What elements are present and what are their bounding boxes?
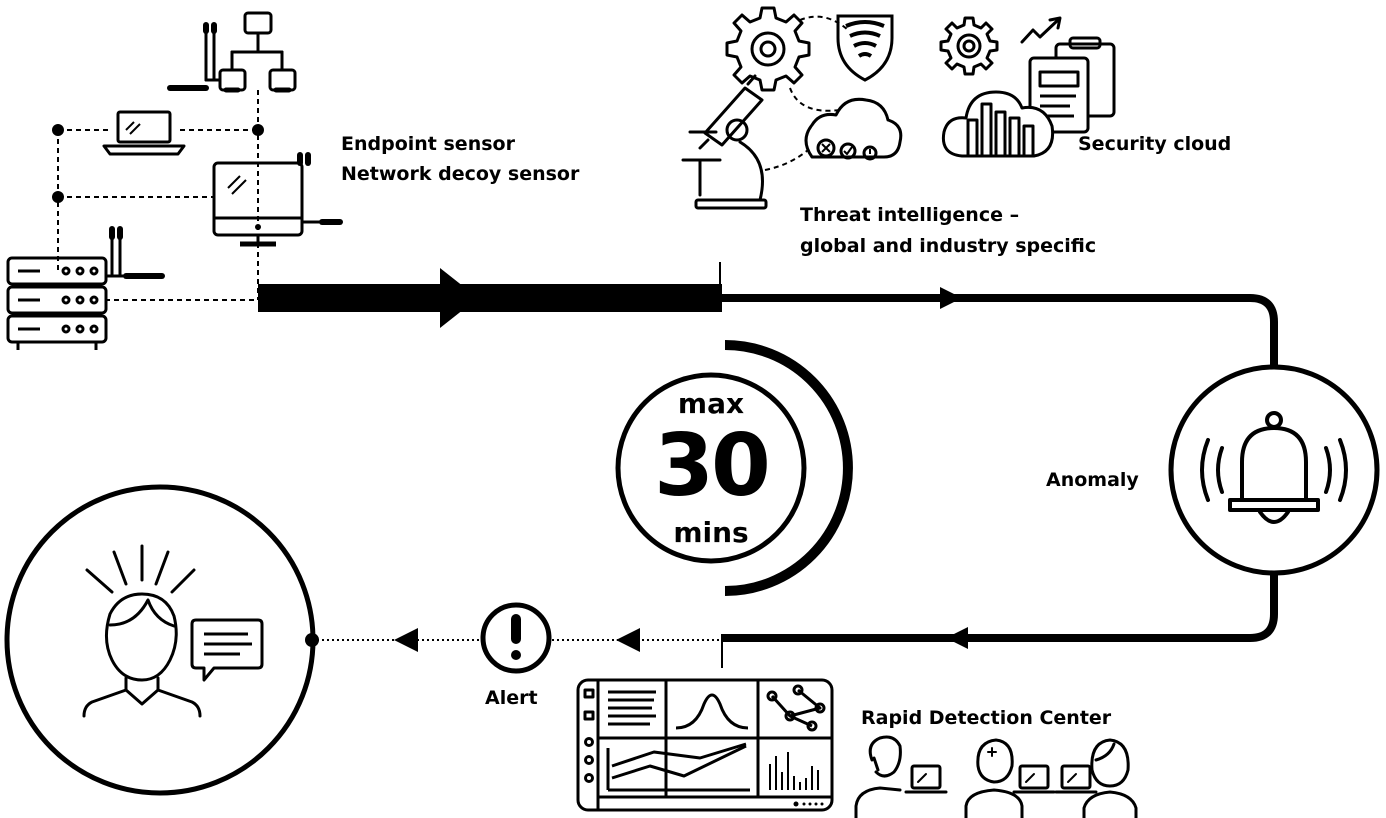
timer-progress-arc: [724, 340, 853, 596]
security-cloud-label: Security cloud: [1078, 133, 1232, 155]
bell-icon: [1200, 411, 1348, 524]
flow-thick-segment: [258, 284, 722, 312]
pager-dot: [814, 802, 818, 806]
timer-circle: [615, 372, 807, 564]
rapid-detection-center-label: Rapid Detection Center: [861, 707, 1112, 729]
microscope-icon: [681, 74, 768, 210]
flow-loop-line: [722, 294, 1278, 642]
threat-intelligence-title: Threat intelligence –: [800, 204, 1020, 226]
connector-dashed: [764, 149, 809, 171]
analyst-icon: [964, 738, 1056, 818]
shield-icon: [836, 14, 894, 82]
timer-mins-label: mins: [673, 516, 749, 549]
alert-arrow-left: [616, 628, 640, 652]
cloud-chart-icon: [941, 90, 1055, 158]
timer-max-label: max: [677, 387, 745, 420]
antenna-tip: [203, 22, 209, 34]
connector-dashed: [789, 87, 841, 112]
anomaly-label: Anomaly: [1046, 469, 1139, 491]
analyst-icon: [854, 735, 948, 818]
antenna-tip: [211, 22, 217, 34]
flow-arrow-large: [440, 268, 478, 328]
flow-arrow-left: [946, 627, 968, 649]
laptop-icon: [102, 110, 186, 156]
power-dot: [255, 224, 261, 230]
alert-arrow-left: [394, 628, 418, 652]
antenna-tip: [297, 152, 303, 166]
alert-exclamation-dot: [511, 650, 521, 660]
user-circle: [4, 484, 316, 796]
cloud-status-icon: [804, 97, 903, 161]
alert-label: Alert: [485, 687, 538, 709]
gear-icon: [725, 6, 811, 92]
anomaly-circle: [1168, 364, 1380, 576]
endpoint-sensor-label: Endpoint sensor: [341, 133, 515, 155]
connector-dashed: [799, 15, 849, 31]
connector-node: [305, 633, 319, 647]
user-icon: [82, 544, 202, 718]
pager-dot: [820, 802, 824, 806]
network-decoy-sensor-label: Network decoy sensor: [341, 163, 580, 185]
dashboard-icon: [576, 678, 834, 812]
network-cables: [57, 90, 259, 301]
cable-node: [52, 124, 64, 136]
cable-node: [52, 191, 64, 203]
antenna-tip: [305, 152, 311, 166]
server-stack-icon: [6, 232, 126, 350]
network-icon: [167, 11, 297, 93]
analyst-icon: [1054, 738, 1138, 818]
alert-exclamation-bar: [511, 614, 521, 644]
antenna-tip: [117, 226, 123, 240]
chat-bubble-icon: [190, 618, 264, 682]
pager-dot: [808, 802, 812, 806]
trend-arrow-icon: [1020, 16, 1062, 44]
gear-icon: [939, 16, 999, 76]
pager-dot: [802, 802, 806, 806]
antenna-tip: [109, 226, 115, 240]
desktop-computer-icon: [212, 161, 322, 247]
pager-dot: [793, 801, 799, 807]
cable-node: [252, 124, 264, 136]
flow-arrow-right: [940, 287, 962, 309]
timer-number: 30: [654, 416, 771, 516]
threat-intelligence-subtitle: global and industry specific: [800, 235, 1097, 257]
